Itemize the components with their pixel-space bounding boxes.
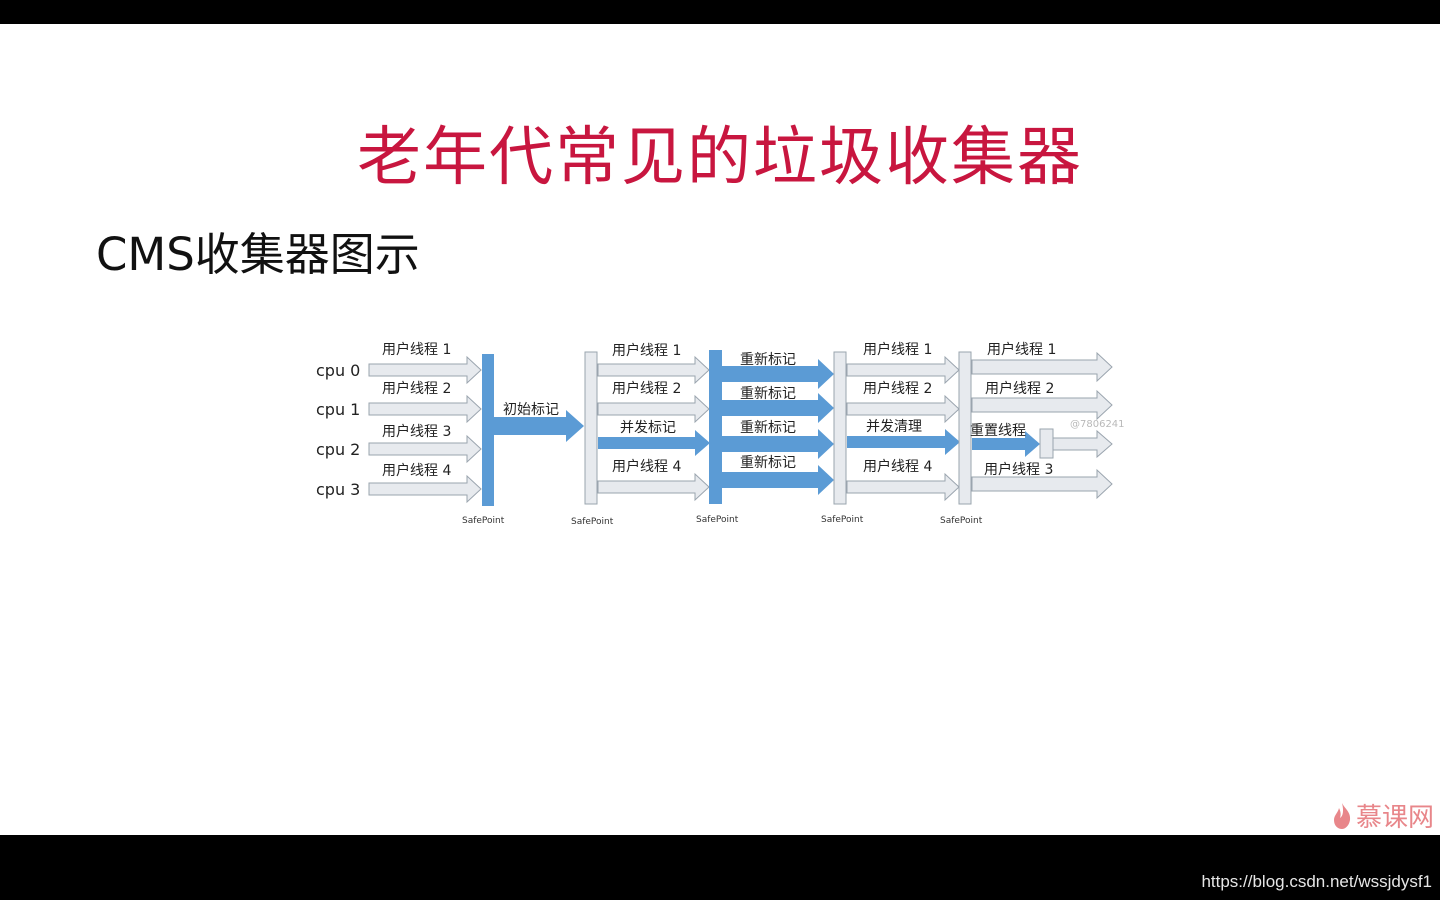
reset-block (1039, 428, 1054, 459)
safepoint-bar (482, 354, 494, 506)
thread-arrow (597, 394, 710, 424)
thread-arrow (368, 394, 482, 424)
imooc-logo: 慕课网 (1332, 797, 1434, 834)
thread-arrow (368, 434, 482, 464)
stage2-arrows (597, 355, 710, 502)
thread-arrow (971, 468, 1113, 500)
slide-subtitle: CMS收集器图示 (96, 228, 420, 281)
slide-title: 老年代常见的垃圾收集器 (357, 121, 1083, 195)
blog-url: https://blog.csdn.net/wssjdysf1 (1201, 872, 1432, 891)
thread-arrow (597, 472, 710, 502)
safepoint-label: SafePoint (821, 515, 864, 525)
safepoint-bar (958, 351, 972, 505)
thread-label: 用户线程 1 (987, 341, 1056, 358)
cpu-label: cpu 2 (316, 440, 360, 459)
safepoint-label: SafePoint (571, 517, 614, 527)
safepoint-bar (709, 350, 722, 504)
cpu-label: cpu 1 (316, 400, 360, 419)
reset-thread-label: 重置线程 (970, 423, 1026, 439)
concurrent-sweep-label: 并发清理 (866, 419, 922, 435)
concurrent-mark-label: 并发标记 (620, 420, 676, 436)
thread-arrow (368, 474, 482, 504)
remark-label: 重新标记 (740, 420, 796, 436)
cpu-label: cpu 3 (316, 480, 360, 499)
remark-arrow (722, 429, 834, 459)
watermark: @7806241 (1070, 419, 1125, 430)
slide: 老年代常见的垃圾收集器 CMS收集器图示 cpu 0 cpu 1 cpu 2 c… (0, 24, 1440, 835)
thread-arrow (846, 394, 960, 424)
concurrent-mark-arrow (598, 430, 710, 456)
thread-label: 用户线程 1 (863, 341, 932, 358)
thread-label: 用户线程 3 (382, 423, 451, 440)
remark-arrow (722, 393, 834, 423)
flame-icon (1334, 802, 1351, 829)
thread-label: 用户线程 2 (382, 380, 451, 397)
thread-label: 用户线程 4 (612, 458, 681, 475)
thread-arrow (971, 389, 1113, 421)
remark-arrow (722, 465, 834, 495)
thread-arrow (971, 351, 1113, 383)
remark-label: 重新标记 (740, 386, 796, 402)
stage5-arrows (971, 351, 1113, 500)
thread-label: 用户线程 3 (984, 461, 1053, 478)
reset-thread-arrow (972, 431, 1040, 457)
thread-arrow (597, 355, 710, 385)
safepoint-label: SafePoint (696, 515, 739, 525)
safepoint-label: SafePoint (940, 516, 983, 526)
initial-mark-arrow (494, 410, 584, 442)
thread-label: 用户线程 4 (382, 462, 451, 479)
cpu-label: cpu 0 (316, 361, 360, 380)
remark-arrows (722, 359, 834, 495)
thread-label: 用户线程 4 (863, 458, 932, 475)
stage1-arrows (368, 355, 482, 504)
cms-diagram: cpu 0 cpu 1 cpu 2 cpu 3 用户线程 1 用户线程 2 用户… (316, 341, 1125, 527)
remark-arrow (722, 359, 834, 389)
thread-arrow (368, 355, 482, 385)
logo-text: 慕课网 (1356, 803, 1435, 833)
stage4-arrows (846, 355, 960, 502)
thread-arrow (846, 355, 960, 385)
thread-arrow (846, 472, 960, 502)
remark-label: 重新标记 (740, 352, 796, 368)
initial-mark-label: 初始标记 (503, 401, 559, 418)
concurrent-sweep-arrow (847, 429, 960, 455)
safepoint-label: SafePoint (462, 516, 505, 526)
safepoint-bar (584, 351, 598, 505)
thread-label: 用户线程 1 (382, 341, 451, 358)
thread-arrow (1052, 429, 1113, 459)
safepoint-bar (833, 351, 847, 505)
remark-label: 重新标记 (740, 455, 796, 471)
thread-label: 用户线程 2 (863, 380, 932, 397)
thread-label: 用户线程 2 (612, 380, 681, 397)
thread-label: 用户线程 1 (612, 342, 681, 359)
thread-label: 用户线程 2 (985, 380, 1054, 397)
